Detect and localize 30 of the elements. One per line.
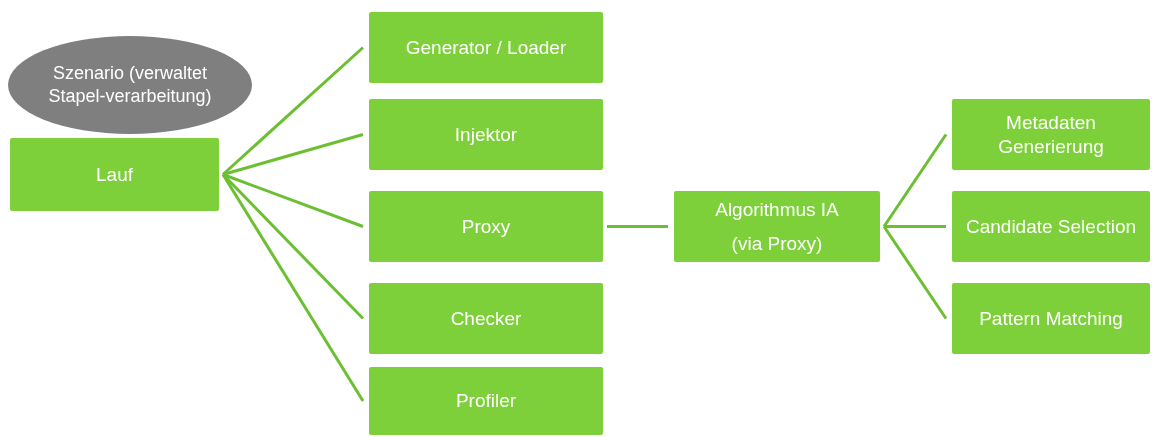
connector-line [222, 46, 364, 176]
process-box [367, 189, 605, 264]
node-label: Metadaten Generierung [997, 110, 1105, 159]
process-box [367, 365, 605, 437]
process-box [8, 136, 221, 213]
node-label: Generator / Loader [405, 35, 567, 60]
process-box [950, 281, 1152, 356]
process-box [367, 97, 605, 172]
connector-line [222, 133, 364, 176]
connector-line [607, 225, 668, 228]
process-box [367, 281, 605, 356]
process-box [950, 189, 1152, 264]
node-label: Profiler [455, 389, 517, 413]
node-label: Checker [450, 306, 522, 331]
node-label: Candidate Selection [965, 214, 1137, 239]
process-box [672, 189, 882, 264]
node-label: Proxy [461, 214, 511, 239]
process-box [367, 10, 605, 85]
node-label: Lauf [96, 162, 133, 187]
connector-line [882, 133, 948, 228]
process-box [950, 97, 1152, 172]
connector-line [222, 173, 364, 228]
node-label: Algorithmus IA [715, 197, 839, 222]
connector-line [221, 173, 365, 402]
connector-line [882, 225, 948, 320]
node-label: Pattern Matching [979, 306, 1123, 331]
node-label: (via Proxy) [731, 231, 823, 256]
node-label: Szenario (verwaltet Stapel-verarbeitung) [47, 62, 213, 108]
connector-line [884, 225, 946, 228]
node-label: Injektor [454, 122, 518, 147]
